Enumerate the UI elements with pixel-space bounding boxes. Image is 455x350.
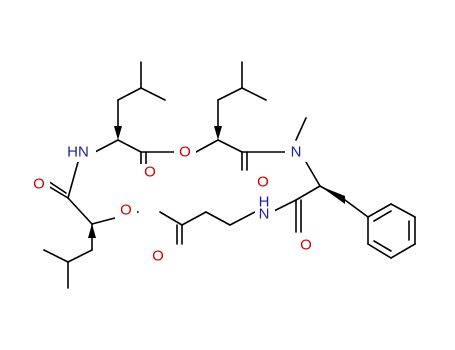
wedge-bond-phe — [320, 186, 345, 204]
atom-nh-middle-h: H — [259, 194, 270, 211]
atom-nh-left: HN — [67, 144, 89, 161]
bond-lines — [43, 61, 416, 289]
atom-o-carbonyl-ester-lower: O — [152, 248, 164, 265]
wedge-bond-leu1 — [114, 126, 122, 140]
atom-o-ester-lower: O — [120, 202, 132, 219]
atom-o-carbonyl-leu2: O — [257, 174, 269, 191]
atom-o-carbonyl-leu1: O — [144, 164, 156, 181]
atom-o-carbonyl-phe: O — [300, 237, 312, 254]
atom-nh-middle-n: N — [259, 206, 270, 223]
wedge-bond-leu2 — [214, 126, 222, 140]
wedge-bonds — [88, 126, 345, 238]
atom-o-ester-top: O — [179, 144, 191, 161]
atom-o-carbonyl-lower-left: O — [33, 176, 45, 193]
atom-labels: HN O N O O O O H N O O — [28, 142, 319, 266]
atom-n-methyl: N — [291, 144, 302, 161]
wedge-bond-leu3 — [88, 224, 96, 238]
